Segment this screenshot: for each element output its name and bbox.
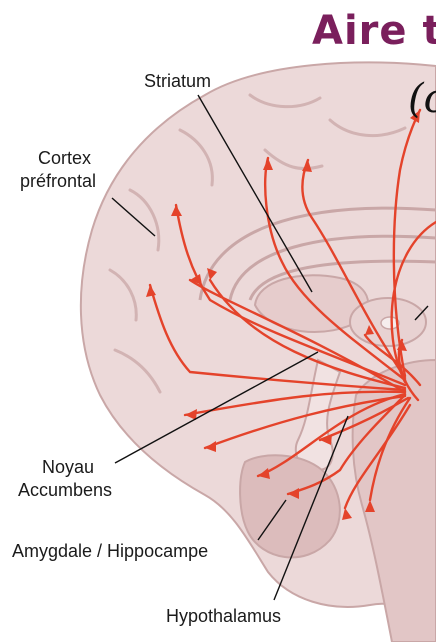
label-striatum: Striatum xyxy=(144,70,211,93)
page-title: Aire t xyxy=(312,8,436,54)
label-cortex-line1: Cortex xyxy=(38,147,91,170)
label-noyau-line1: Noyau xyxy=(42,456,94,479)
label-amygdale-hippocampe: Amygdale / Hippocampe xyxy=(12,540,208,563)
label-noyau-line2: Accumbens xyxy=(18,479,112,502)
label-cortex-line2: préfrontal xyxy=(20,170,96,193)
label-hypothalamus: Hypothalamus xyxy=(166,605,281,628)
page-subtitle: (c xyxy=(408,76,436,122)
